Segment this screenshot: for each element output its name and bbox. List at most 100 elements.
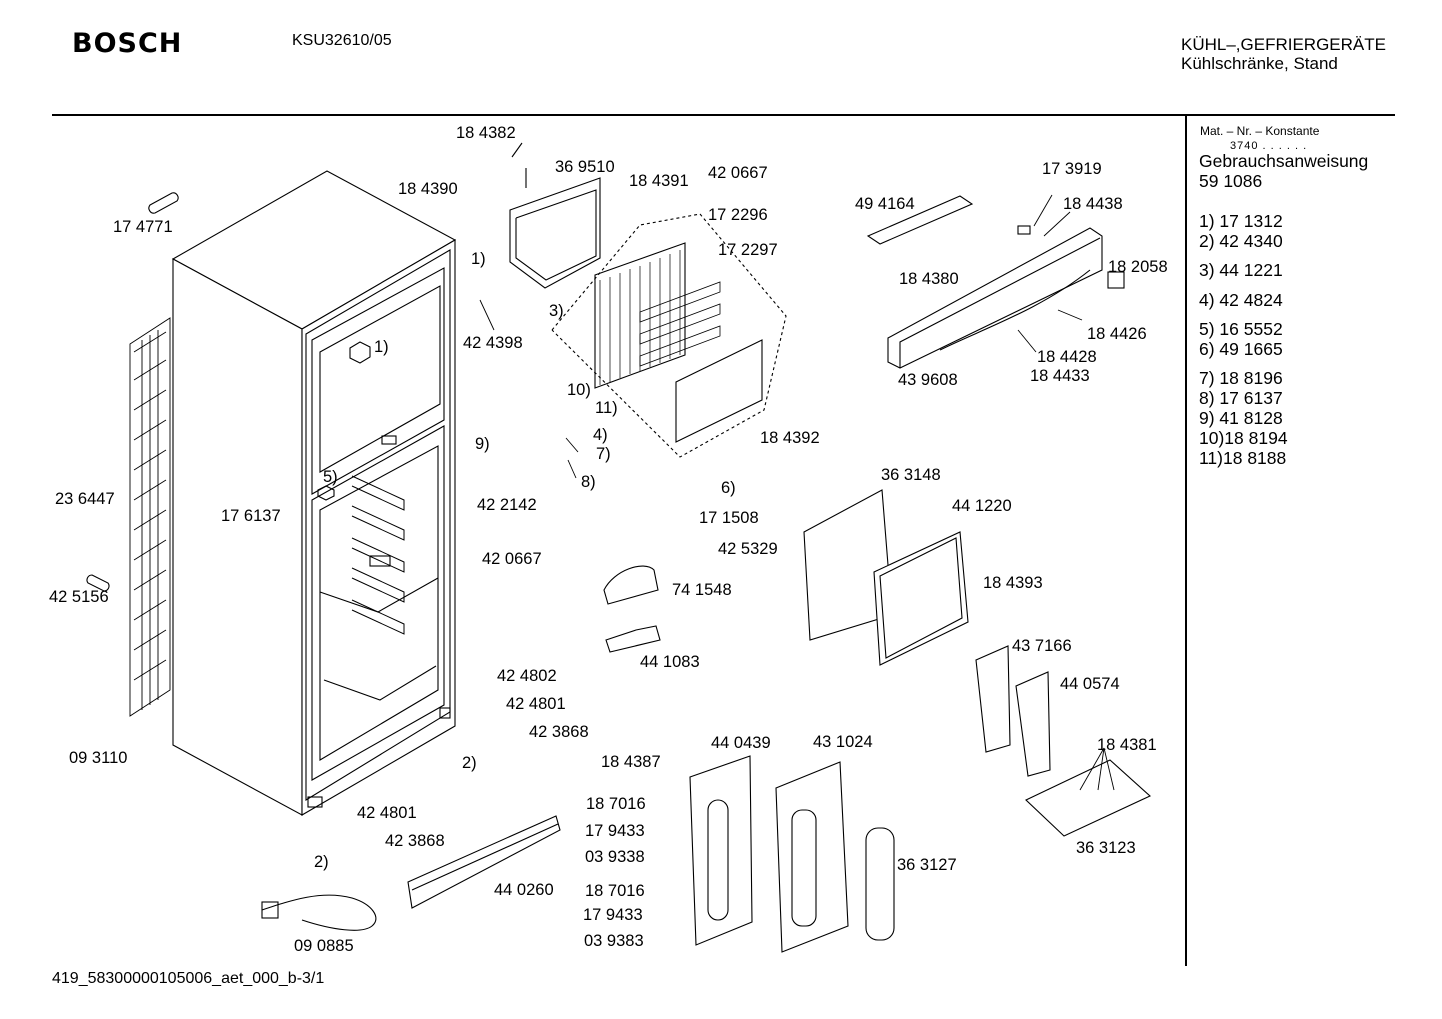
- part-callout: 18 4433: [1030, 367, 1090, 385]
- part-callout: 36 9510: [555, 158, 615, 176]
- part-callout: 42 2142: [477, 496, 537, 514]
- side-part: 8) 17 6137: [1199, 388, 1283, 408]
- side-part: 6) 49 1665: [1199, 339, 1283, 359]
- part-callout: 42 0667: [482, 550, 542, 568]
- part-callout: 18 4387: [601, 753, 661, 771]
- model-number: KSU32610/05: [292, 32, 392, 49]
- part-callout: 42 3868: [529, 723, 589, 741]
- side-part: 1) 17 1312: [1199, 211, 1283, 231]
- fridge-cabinet: [171, 170, 457, 816]
- side-part: 10)18 8194: [1199, 428, 1288, 448]
- part-callout: 17 1508: [699, 509, 759, 527]
- part-callout: 44 1083: [640, 653, 700, 671]
- part-callout: 3): [549, 302, 564, 320]
- leader-lines: [479, 194, 1115, 791]
- part-callout: 18 7016: [586, 795, 646, 813]
- part-callout: 17 9433: [583, 906, 643, 924]
- part-callout: 18 4392: [760, 429, 820, 447]
- part-callout: 1): [471, 250, 486, 268]
- part-callout: 18 4428: [1037, 348, 1097, 366]
- side-part: 9) 41 8128: [1199, 408, 1283, 428]
- part-callout: 42 4398: [463, 334, 523, 352]
- part-callout: 44 0574: [1060, 675, 1120, 693]
- side-panel-heading: Mat. – Nr. – Konstante: [1200, 124, 1320, 138]
- side-part: 7) 18 8196: [1199, 368, 1283, 388]
- part-callout: 6): [721, 479, 736, 497]
- manual-number: 59 1086: [1199, 171, 1263, 191]
- part-callout: 36 3127: [897, 856, 957, 874]
- part-callout: 42 4801: [357, 804, 417, 822]
- side-part: 11)18 8188: [1199, 448, 1287, 468]
- part-callout: 42 4802: [497, 667, 557, 685]
- side-panel-divider: [1185, 116, 1187, 966]
- part-callout: 44 1220: [952, 497, 1012, 515]
- part-callout: 23 6447: [55, 490, 115, 508]
- part-callout: 09 0885: [294, 937, 354, 955]
- part-callout: 17 2296: [708, 206, 768, 224]
- part-callout: 4): [593, 426, 608, 444]
- part-callout: 36 3148: [881, 466, 941, 484]
- category-line-2: Kühlschränke, Stand: [1181, 54, 1338, 73]
- part-callout: 18 4390: [398, 180, 458, 198]
- part-callout: 17 6137: [221, 507, 281, 525]
- category-line-1: KÜHL–,GEFRIERGERÄTE: [1181, 35, 1386, 54]
- category-title: KÜHL–,GEFRIERGERÄTE Kühlschränke, Stand: [1181, 35, 1386, 73]
- part-callout: 03 9338: [585, 848, 645, 866]
- part-callout: 7): [596, 445, 611, 463]
- part-callout: 17 4771: [113, 218, 173, 236]
- part-callout: 36 3123: [1076, 839, 1136, 857]
- part-callout: 43 1024: [813, 733, 873, 751]
- part-callout: 49 4164: [855, 195, 915, 213]
- door-panels: [689, 489, 969, 953]
- door-hinges: [975, 645, 1151, 837]
- part-callout: 17 2297: [718, 241, 778, 259]
- part-callout: 1): [374, 338, 389, 356]
- part-callout: 74 1548: [672, 581, 732, 599]
- document-id: 419_58300000105006_aet_000_b-3/1: [52, 970, 325, 987]
- part-callout: 10): [567, 381, 591, 399]
- part-callout: 18 4393: [983, 574, 1043, 592]
- control-panel: [866, 195, 1125, 369]
- condenser-grid: [129, 317, 171, 717]
- part-callout: 42 5156: [49, 588, 109, 606]
- part-callout: 44 0439: [711, 734, 771, 752]
- part-callout: 8): [581, 473, 596, 491]
- part-callout: 42 5329: [718, 540, 778, 558]
- part-callout: 2): [314, 853, 329, 871]
- side-part: 5) 16 5552: [1199, 319, 1283, 339]
- brand-logo: BOSCH: [72, 28, 183, 59]
- part-callout: 18 4426: [1087, 325, 1147, 343]
- part-callout: 18 4391: [629, 172, 689, 190]
- part-callout: 11): [595, 399, 618, 417]
- part-callout: 18 4382: [456, 124, 516, 142]
- part-callout: 43 9608: [898, 371, 958, 389]
- part-callout: 42 3868: [385, 832, 445, 850]
- foot-parts: [86, 192, 179, 592]
- part-callout: 18 4381: [1097, 736, 1157, 754]
- part-callout: 5): [323, 468, 338, 486]
- side-part: 3) 44 1221: [1199, 260, 1283, 280]
- header-divider: [52, 114, 1395, 116]
- part-callout: 44 0260: [494, 881, 554, 899]
- door-shelf: [407, 815, 561, 909]
- part-callout: 2): [462, 754, 477, 772]
- part-callout: 18 7016: [585, 882, 645, 900]
- power-cord: [261, 894, 377, 931]
- side-part: 4) 42 4824: [1199, 290, 1283, 310]
- part-callout: 03 9383: [584, 932, 644, 950]
- part-callout: 42 4801: [506, 695, 566, 713]
- side-part: 2) 42 4340: [1199, 231, 1283, 251]
- part-callout: 09 3110: [69, 749, 128, 767]
- part-callout: 43 7166: [1012, 637, 1072, 655]
- part-callout: 18 2058: [1108, 258, 1168, 276]
- part-callout: 17 9433: [585, 822, 645, 840]
- part-callout: 42 0667: [708, 164, 768, 182]
- manual-label: Gebrauchsanweisung: [1199, 151, 1369, 171]
- fan-housing: [603, 565, 661, 653]
- part-callout: 9): [475, 435, 490, 453]
- part-callout: 17 3919: [1042, 160, 1102, 178]
- part-callout: 18 4380: [899, 270, 959, 288]
- constant-value: 3740 . . . . . .: [1230, 140, 1308, 152]
- part-callout: 18 4438: [1063, 195, 1123, 213]
